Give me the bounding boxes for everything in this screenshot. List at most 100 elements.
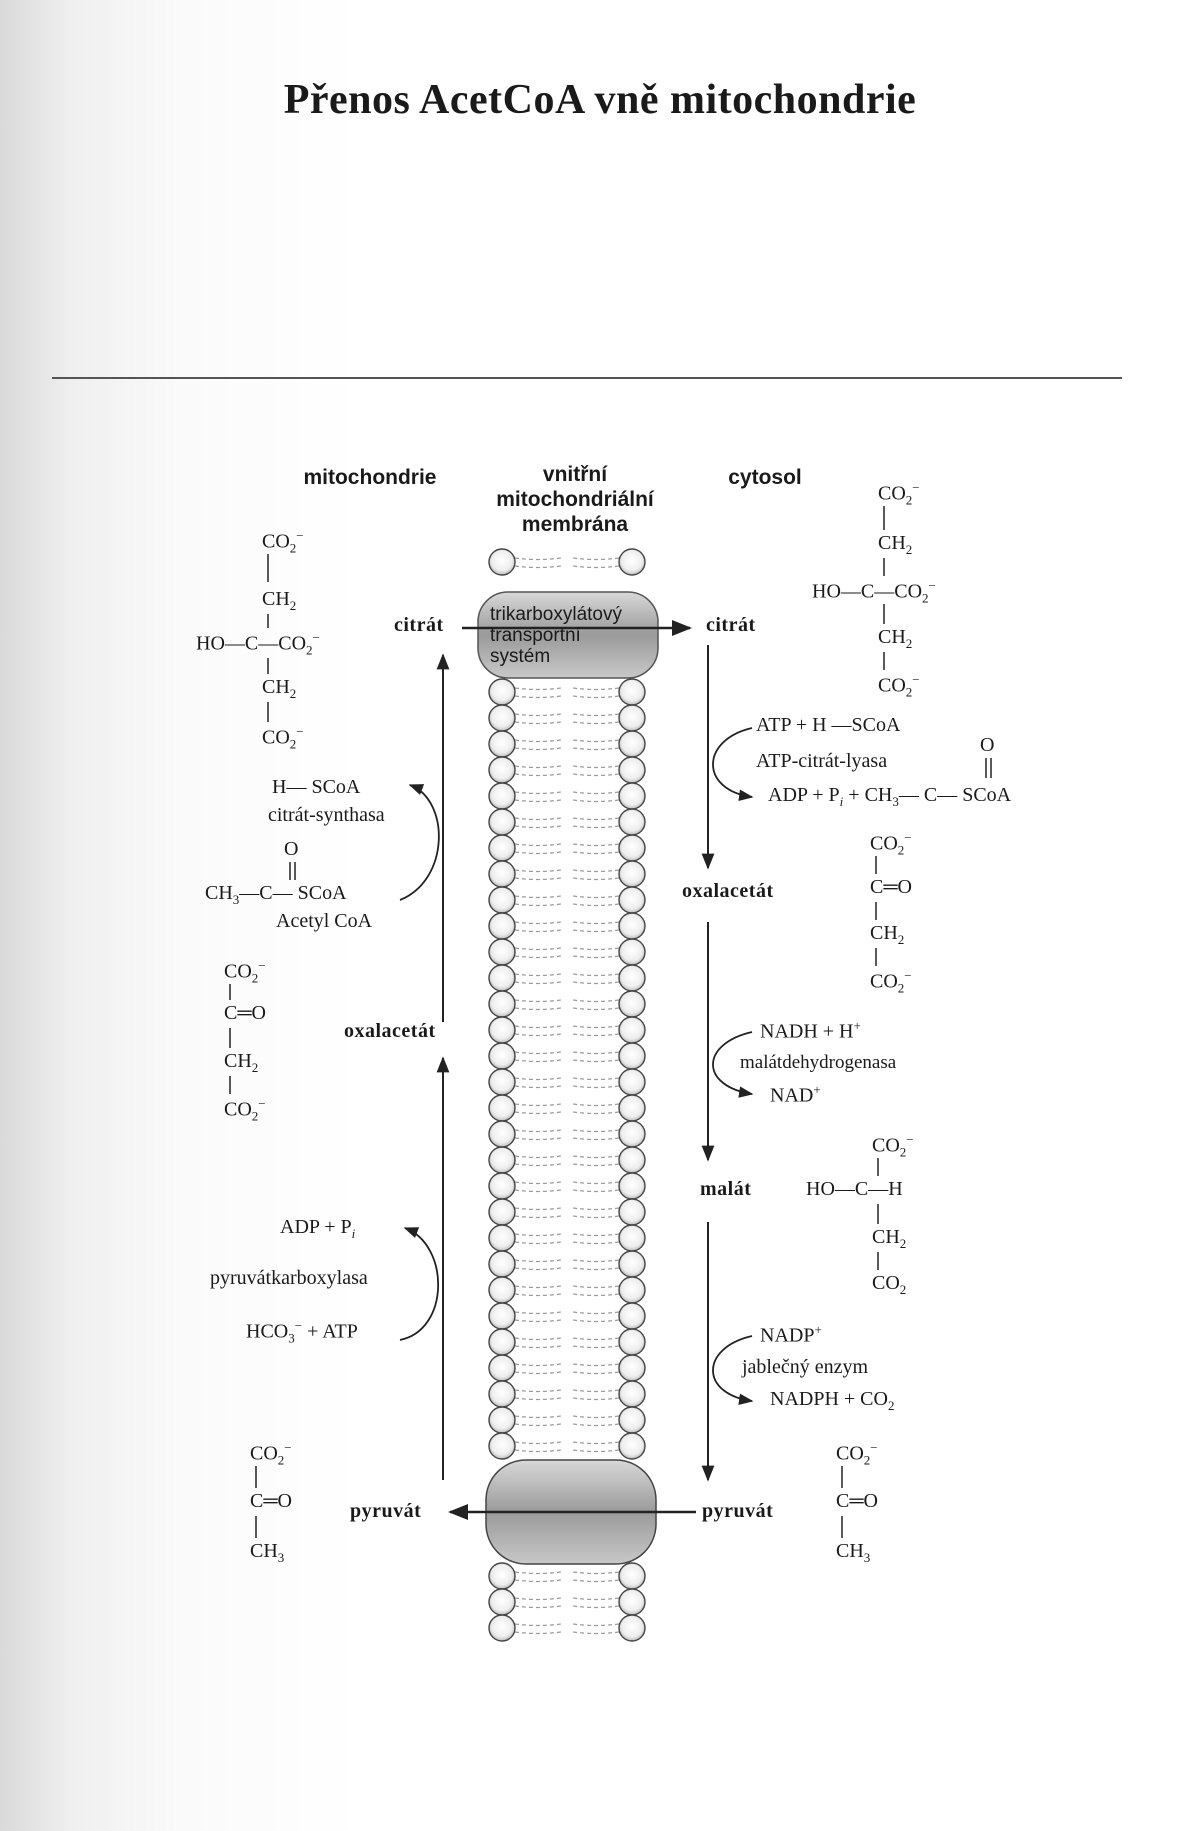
cl-products-sub3: 3 bbox=[892, 794, 899, 809]
lipid-head bbox=[488, 964, 516, 992]
acetyl-coa-name: Acetyl CoA bbox=[276, 910, 373, 932]
transporter-label: trikarboxylátový transportní systém bbox=[490, 604, 622, 667]
lipid-head bbox=[488, 1172, 516, 1200]
cl-products-acetyl: C— SCoA bbox=[923, 784, 1012, 806]
lipid-tail bbox=[514, 687, 562, 691]
lipid-head bbox=[488, 730, 516, 758]
label-oxaloacetate-right: oxalacetát bbox=[682, 880, 774, 902]
pc-substrate-hco: HCO bbox=[246, 1320, 289, 1343]
lipid-tail bbox=[572, 1189, 620, 1193]
malic-enzyme-enzyme: jablečný enzym bbox=[742, 1356, 869, 1378]
molecule-bonds bbox=[267, 554, 269, 722]
label-citrate-left: citrát bbox=[394, 614, 444, 636]
md-substrates-sup: + bbox=[853, 1018, 861, 1033]
formula-row: CO2 bbox=[872, 1272, 906, 1298]
lipid-tail bbox=[572, 851, 620, 855]
lipid-tail bbox=[514, 1449, 562, 1453]
citrate-lyase-products: ADP + Pi + CH3— C— SCoA bbox=[768, 784, 1011, 810]
co2-text: CO bbox=[224, 1098, 252, 1121]
lipid-tail bbox=[514, 1267, 562, 1271]
formula-row: CH2 bbox=[870, 922, 904, 948]
lipid-tail bbox=[572, 1363, 620, 1367]
lipid-tail bbox=[572, 791, 620, 795]
lipid-tail bbox=[514, 1085, 562, 1089]
lipid-tail bbox=[572, 973, 620, 977]
bond-text: — bbox=[258, 632, 279, 655]
lipid-tail bbox=[572, 1293, 620, 1297]
ch2-sub: 2 bbox=[251, 1060, 259, 1075]
lipid-tail bbox=[572, 999, 620, 1003]
formula-row: CO2− bbox=[836, 1440, 878, 1469]
lipid-tail bbox=[514, 1579, 562, 1583]
lipid-head bbox=[488, 1042, 516, 1070]
bond-text: — bbox=[874, 580, 895, 603]
transporter-line1: trikarboxylátový bbox=[490, 604, 622, 625]
lipid-tail bbox=[514, 999, 562, 1003]
double-bond-text: ═ bbox=[849, 1490, 864, 1512]
tricarboxylate-transporter bbox=[477, 591, 659, 679]
lipid-tail bbox=[514, 1155, 562, 1159]
me-substrate-sup: + bbox=[814, 1322, 822, 1337]
lipid-tail bbox=[514, 1397, 562, 1401]
cl-products-text: ADP + P bbox=[768, 784, 840, 806]
lipid-head bbox=[488, 1328, 516, 1356]
lipid-tail bbox=[514, 1129, 562, 1133]
formula-row: CH2 bbox=[262, 588, 296, 614]
malate-dehydrogenase-substrates: NADH + H+ bbox=[760, 1018, 861, 1044]
co2-sup: − bbox=[258, 958, 266, 973]
lipid-head bbox=[618, 1250, 646, 1278]
co2-sub: 2 bbox=[899, 1282, 907, 1297]
formula-row: CH2 bbox=[878, 626, 912, 652]
lipid-tail bbox=[572, 695, 620, 699]
co2-sub: 2 bbox=[306, 642, 313, 658]
ch2-sub: 2 bbox=[289, 598, 297, 613]
lipid-tail bbox=[572, 1137, 620, 1141]
me-products-sub: 2 bbox=[887, 1398, 895, 1413]
formula-row: C═O bbox=[870, 876, 912, 899]
co2-text: CO bbox=[878, 674, 906, 697]
ch2-text: CH bbox=[262, 676, 290, 698]
pyruvate-carboxylase-enzyme: pyruvátkarboxylasa bbox=[210, 1267, 368, 1289]
acetyl-coa-double-bond bbox=[289, 862, 296, 880]
lipid-tail bbox=[572, 1111, 620, 1115]
pc-product-text: ADP + P bbox=[280, 1216, 352, 1238]
lipid-tail bbox=[514, 1597, 562, 1601]
transporter-line2: transportní bbox=[490, 625, 581, 646]
co2-sub: 2 bbox=[922, 590, 929, 606]
lipid-tail bbox=[572, 1025, 620, 1029]
lipid-tail bbox=[514, 1371, 562, 1375]
malic-enzyme-curve bbox=[712, 1335, 754, 1405]
lipid-head bbox=[618, 548, 646, 576]
co2-sup: − bbox=[912, 672, 920, 687]
co2-sup: − bbox=[296, 724, 304, 739]
lipid-head bbox=[488, 1380, 516, 1408]
lipid-tail bbox=[572, 1631, 620, 1635]
oxygen-text: O bbox=[277, 1490, 292, 1512]
malate-dehydrogenase-curve bbox=[712, 1031, 754, 1098]
lipid-head bbox=[618, 1146, 646, 1174]
lipid-tail bbox=[514, 1163, 562, 1167]
ch2-text: CH bbox=[878, 626, 906, 648]
lipid-tail bbox=[572, 1103, 620, 1107]
lipid-tail bbox=[514, 747, 562, 751]
lipid-tail bbox=[514, 1631, 562, 1635]
lipid-tail bbox=[572, 1285, 620, 1289]
formula-row: CO2− bbox=[250, 1440, 292, 1469]
formula-row: CO2− bbox=[224, 1096, 266, 1125]
lipid-head bbox=[618, 860, 646, 888]
lipid-tail bbox=[572, 1085, 620, 1089]
ch2-sub: 2 bbox=[905, 636, 913, 651]
co2-text: CO bbox=[836, 1442, 864, 1465]
lipid-head bbox=[618, 1042, 646, 1070]
cl-products-sub: i bbox=[839, 794, 844, 809]
lipid-head bbox=[618, 1276, 646, 1304]
co2-text: CO bbox=[894, 580, 923, 603]
citrate-synthase-enzyme: citrát-synthasa bbox=[268, 804, 385, 826]
lipid-tail bbox=[572, 557, 620, 561]
formula-row: HO—C—H bbox=[806, 1178, 903, 1201]
lipid-head bbox=[618, 1016, 646, 1044]
lipid-head bbox=[618, 704, 646, 732]
formula-row: CO2− bbox=[262, 724, 304, 753]
co2-text: CO bbox=[224, 960, 252, 983]
ho-text: HO bbox=[806, 1178, 835, 1200]
